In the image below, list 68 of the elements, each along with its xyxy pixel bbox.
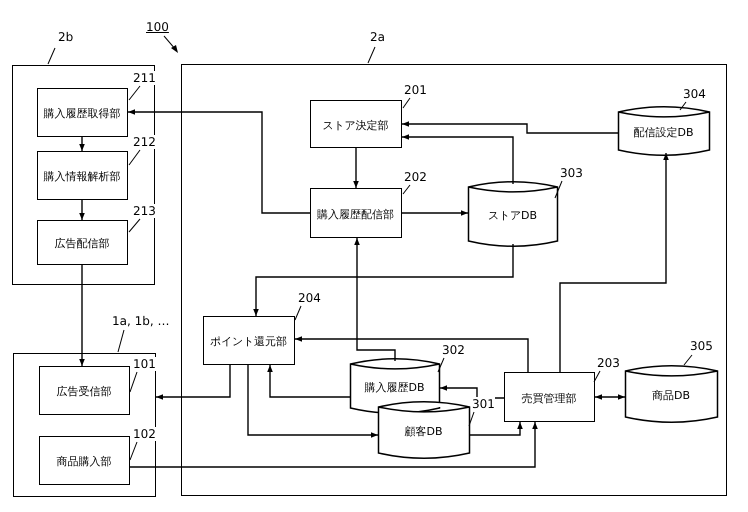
arrow xyxy=(79,137,85,151)
reference-number: 1a, 1b, … xyxy=(112,314,170,328)
arrow xyxy=(402,121,618,134)
node-label: 配信設定DB xyxy=(632,124,695,140)
arrow xyxy=(267,365,350,398)
arrow xyxy=(130,422,538,468)
arrow xyxy=(156,365,231,400)
reference-number: 2b xyxy=(58,30,74,44)
process-box xyxy=(36,88,128,136)
process-box xyxy=(38,436,130,484)
node-label: ストア決定部 xyxy=(322,118,390,134)
system-frame xyxy=(13,353,156,497)
node-label: ポイント還元部 xyxy=(209,334,288,350)
node-label: 購入履歴DB xyxy=(363,380,426,396)
node-label: 購入情報解析部 xyxy=(42,169,122,185)
reference-number: 203 xyxy=(597,356,620,370)
arrow xyxy=(470,422,523,436)
node-label: 購入履歴取得部 xyxy=(42,106,122,122)
arrow xyxy=(295,336,529,372)
process-box xyxy=(310,100,402,148)
process-box xyxy=(36,150,128,200)
arrow xyxy=(402,134,514,184)
arrow xyxy=(253,244,514,316)
reference-number: 213 xyxy=(133,204,156,218)
node-label: 売買管理部 xyxy=(520,390,578,406)
arrow xyxy=(595,394,625,400)
reference-number: 202 xyxy=(404,170,427,184)
arrow xyxy=(79,265,85,366)
process-box xyxy=(38,366,130,414)
reference-number: 305 xyxy=(690,339,713,353)
arrow xyxy=(128,109,310,214)
node-label: 購入履歴配信部 xyxy=(316,206,395,222)
arrow xyxy=(354,238,396,361)
node-label: 広告受信部 xyxy=(56,384,112,400)
reference-number: 102 xyxy=(133,427,156,441)
node-label: 顧客DB xyxy=(403,424,444,440)
arrow xyxy=(440,385,504,399)
process-box xyxy=(310,188,402,238)
node-label: 商品購入部 xyxy=(56,454,112,470)
database-cylinder xyxy=(378,400,470,460)
database-cylinder xyxy=(468,180,558,248)
database-cylinder xyxy=(350,356,440,414)
reference-number: 211 xyxy=(133,71,156,85)
node-label: 広告配信部 xyxy=(54,236,110,252)
reference-number: 100 xyxy=(146,20,169,34)
database-cylinder xyxy=(624,364,718,424)
reference-number: 101 xyxy=(133,357,156,371)
process-box xyxy=(504,372,594,422)
arrow xyxy=(559,153,669,372)
node-label: ストアDB xyxy=(486,208,538,224)
reference-number: 201 xyxy=(404,83,427,97)
system-frame xyxy=(12,65,155,285)
database-cylinder xyxy=(618,104,710,156)
reference-number: 212 xyxy=(133,135,156,149)
reference-number: 304 xyxy=(683,87,706,101)
process-box xyxy=(36,220,128,264)
reference-number: 302 xyxy=(442,343,465,357)
system-frame xyxy=(181,64,727,496)
node-label: 商品DB xyxy=(650,388,692,404)
reference-number: 204 xyxy=(298,291,321,305)
reference-number: 303 xyxy=(560,166,583,180)
arrow xyxy=(402,210,468,216)
arrow xyxy=(353,148,359,188)
arrow xyxy=(79,200,85,220)
process-box xyxy=(202,316,294,364)
arrow xyxy=(247,365,378,438)
reference-number: 2a xyxy=(370,30,385,44)
reference-number: 301 xyxy=(472,397,495,411)
